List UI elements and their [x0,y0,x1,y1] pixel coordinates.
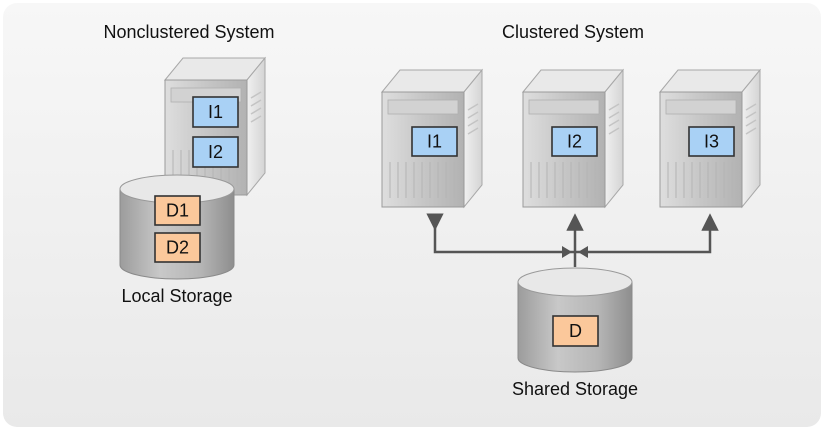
nonclustered-instance-1: I1 [192,96,239,128]
clustered-title: Clustered System [502,22,644,42]
nonclustered-title: Nonclustered System [103,22,274,42]
clustered-instance-3-label: I3 [704,132,719,152]
nonclustered-instance-1-label: I1 [208,102,223,122]
local-datafile-2: D2 [154,232,201,263]
interconnect-arrows [426,213,719,267]
local-datafile-1: D1 [154,195,201,226]
local-storage-label: Local Storage [121,286,232,306]
local-datafile-2-label: D2 [166,238,189,258]
shared-datafile: D [552,315,599,347]
clustered-instance-2-label: I2 [567,132,582,152]
local-datafile-1-label: D1 [166,201,189,221]
clustered-instance-3: I3 [688,126,735,157]
clustered-instance-1-label: I1 [427,132,442,152]
clustered-instance-2: I2 [551,126,598,157]
clustered-instance-1: I1 [411,126,458,157]
shared-storage-label: Shared Storage [512,379,638,399]
shared-datafile-label: D [569,321,582,341]
local-storage-cylinder-icon [119,174,235,280]
nonclustered-instance-2-label: I2 [208,142,223,162]
nonclustered-instance-2: I2 [192,136,239,168]
